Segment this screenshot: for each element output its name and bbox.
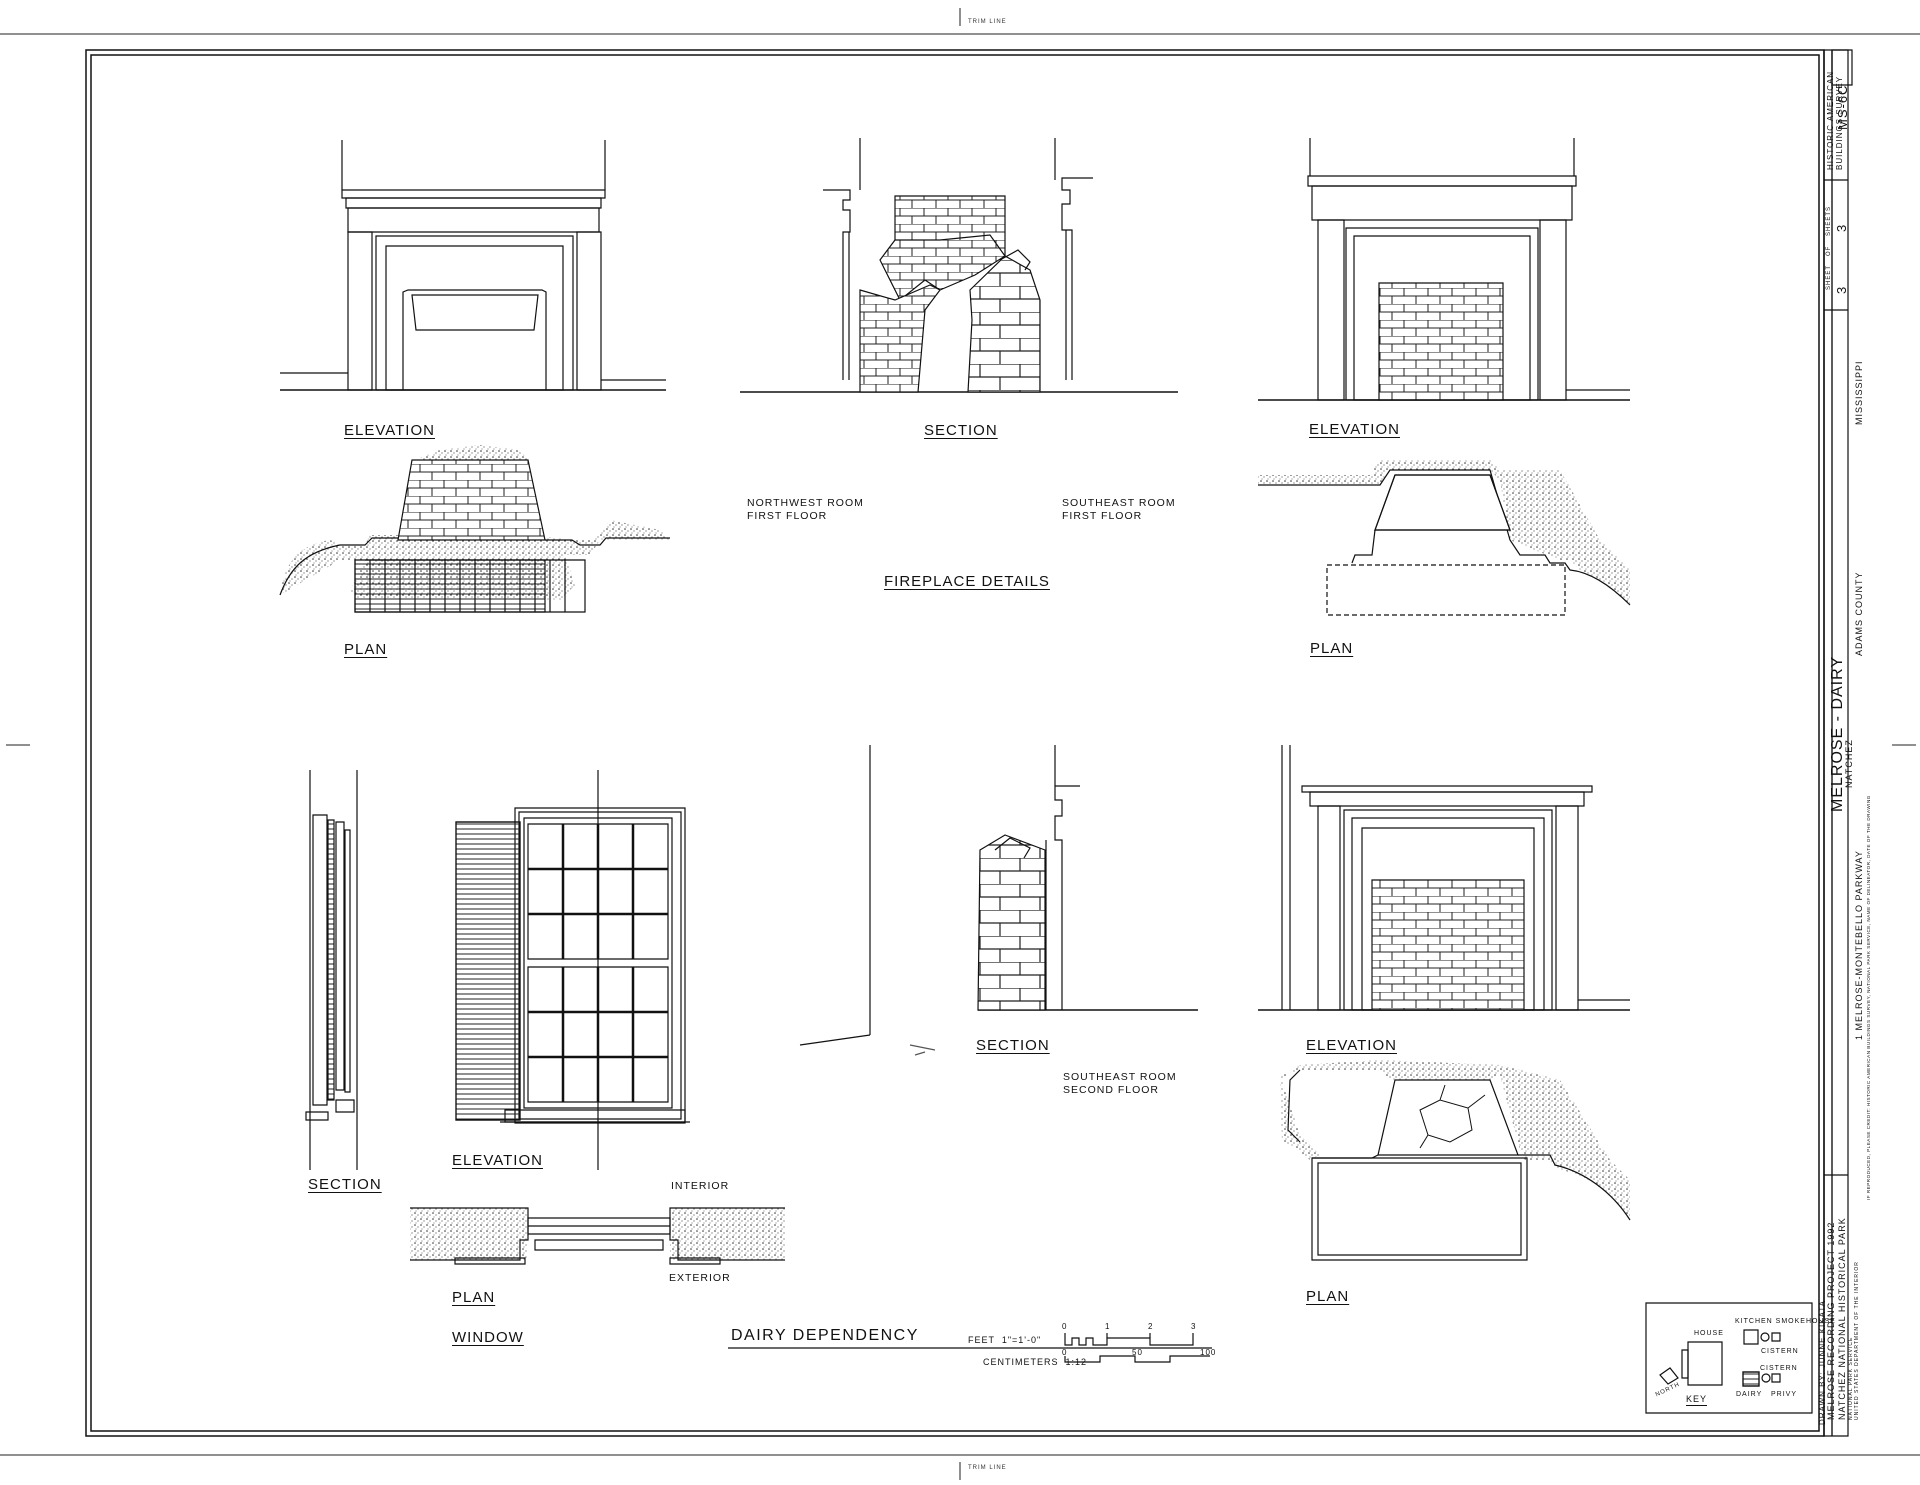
- label-elevation-se2: ELEVATION: [1306, 1037, 1397, 1054]
- tb-project: MELROSE RECORDING PROJECT 1992: [1826, 1221, 1836, 1420]
- scale-cm-tick-0: 0: [1062, 1348, 1068, 1357]
- scale-feet-tick-1: 1: [1105, 1322, 1111, 1331]
- fireplace-plan-nw: [280, 445, 670, 612]
- tb-of-label: OF: [1826, 245, 1832, 256]
- key-cistern-2: CISTERN: [1760, 1365, 1798, 1372]
- label-section-window: SECTION: [308, 1176, 382, 1193]
- tb-drawn-by: DRAWN BY: JUNNE KIKATA: [1818, 1300, 1827, 1425]
- scale-cm-label: CENTIMETERS 1:12: [983, 1357, 1088, 1367]
- window-plan: [410, 1208, 785, 1264]
- room-northwest-first: NORTHWEST ROOM FIRST FLOOR: [747, 497, 864, 522]
- tb-address: 1 MELROSE-MONTEBELLO PARKWAY: [1854, 850, 1864, 1040]
- key-privy: PRIVY: [1771, 1391, 1798, 1398]
- label-plan-se1: PLAN: [1310, 640, 1354, 657]
- fireplace-section-se2: [800, 745, 1198, 1055]
- label-plan-nw: PLAN: [344, 641, 388, 658]
- title-block-lines: [1824, 50, 1852, 1436]
- key-dairy: DAIRY: [1736, 1391, 1763, 1398]
- fireplace-plan-se1: [1258, 460, 1630, 615]
- key-kitchen-smokehouse: KITCHEN SMOKEHOUSE: [1735, 1318, 1836, 1325]
- tb-park: NATCHEZ NATIONAL HISTORICAL PARK: [1837, 1217, 1847, 1420]
- window-section: [306, 770, 357, 1170]
- scale-cm-tick-50: 50: [1132, 1348, 1143, 1357]
- label-elevation-window: ELEVATION: [452, 1152, 543, 1169]
- fireplace-elevation-nw: [280, 140, 666, 390]
- label-elevation-nw: ELEVATION: [344, 422, 435, 439]
- tb-state: MISSISSIPPI: [1854, 360, 1864, 425]
- label-section-nw: SECTION: [924, 422, 998, 439]
- key-house: HOUSE: [1694, 1330, 1724, 1337]
- site-key: [1646, 1303, 1812, 1413]
- trim-line-bottom: TRIM LINE: [968, 1465, 1007, 1471]
- tb-sheets-label: SHEETS: [1826, 205, 1832, 236]
- tb-building: MELROSE - DAIRY: [1829, 655, 1846, 812]
- tb-city: NATCHEZ: [1844, 739, 1854, 788]
- label-exterior: EXTERIOR: [669, 1272, 731, 1284]
- key-title: KEY: [1686, 1394, 1708, 1404]
- label-elevation-se1: ELEVATION: [1309, 421, 1400, 438]
- scale-bars: [728, 1333, 1212, 1362]
- tb-county: ADAMS COUNTY: [1854, 571, 1864, 656]
- window-elevation: [456, 770, 690, 1170]
- label-window: WINDOW: [452, 1329, 524, 1346]
- label-plan-se2: PLAN: [1306, 1288, 1350, 1305]
- label-interior: INTERIOR: [671, 1180, 730, 1192]
- tb-sheet-no: 3: [1834, 285, 1849, 294]
- room-southeast-first: SOUTHEAST ROOM FIRST FLOOR: [1062, 497, 1176, 522]
- fireplace-elevation-se2: [1258, 745, 1630, 1010]
- trim-line-top: TRIM LINE: [968, 19, 1007, 25]
- scale-cm-tick-100: 100: [1200, 1348, 1217, 1357]
- scale-feet-tick-2: 2: [1148, 1322, 1154, 1331]
- tb-sheets-total: 3: [1834, 223, 1849, 232]
- tb-credit: IF REPRODUCED, PLEASE CREDIT: HISTORIC A…: [1866, 795, 1871, 1200]
- tb-sheet-label: SHEET: [1826, 264, 1832, 290]
- tb-nps: NATIONAL PARK SERVICE UNITED STATES DEPA…: [1848, 1261, 1860, 1420]
- scale-feet-label: FEET 1"=1'-0": [968, 1335, 1042, 1345]
- trim-marks: [0, 8, 1920, 1480]
- tb-survey-no: MS-6C: [1835, 84, 1850, 130]
- title-dairy-dependency: DAIRY DEPENDENCY: [731, 1327, 919, 1344]
- fireplace-elevation-se1: [1258, 138, 1630, 400]
- key-cistern-1: CISTERN: [1761, 1348, 1799, 1355]
- label-section-se2: SECTION: [976, 1037, 1050, 1054]
- scale-feet-tick-3: 3: [1191, 1322, 1197, 1331]
- scale-feet-tick-0: 0: [1062, 1322, 1068, 1331]
- label-plan-window: PLAN: [452, 1289, 496, 1306]
- room-southeast-second: SOUTHEAST ROOM SECOND FLOOR: [1063, 1071, 1177, 1096]
- fireplace-plan-se2: [1280, 1060, 1630, 1260]
- title-fireplace-details: FIREPLACE DETAILS: [884, 573, 1050, 590]
- fireplace-section-nw: [740, 138, 1178, 392]
